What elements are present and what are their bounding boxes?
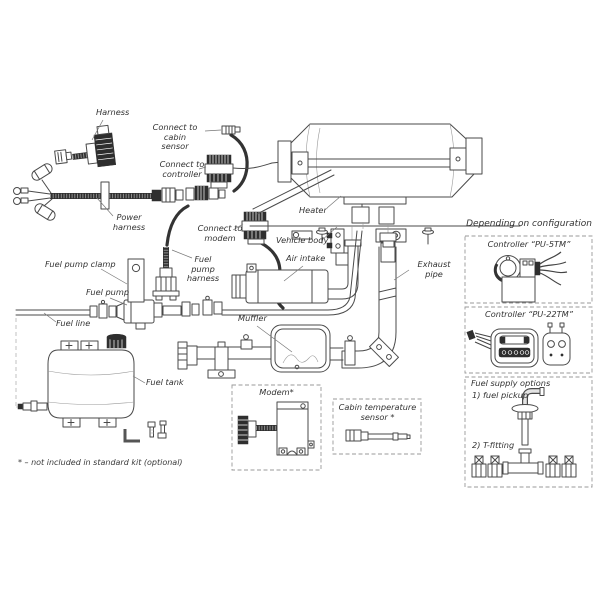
power-harness-leader [96,197,114,217]
fuel-pump-harness-drawing [152,247,180,301]
config-panel [464,235,593,488]
air-intake-drawing [231,239,362,304]
controller-connector [204,154,292,189]
t-fitting-drawing [471,448,577,478]
harness-leader [91,119,104,141]
fuel-supply-box [464,376,593,488]
pu5tm-box [464,235,593,304]
fuel-line-leader [43,312,57,323]
pu5tm-drawing [493,251,568,303]
fuel-pump-clamp-drawing [127,258,145,303]
cabin-sensor-connector [221,125,249,193]
fuel-pump-harness-leader [171,249,193,259]
heater-drawing [252,123,483,225]
mounting-hardware [123,420,167,443]
air-intake-leader [283,265,304,282]
cabin-sensor-leader [204,129,222,132]
muffler-drawing [177,324,356,379]
controller-leader [198,166,207,170]
power-harness-drawing [13,163,226,221]
harness-drawing [54,124,117,168]
vehicle-body-leader [321,226,338,241]
exhaust-pipe-drawing [341,232,399,369]
pu22tm-box [464,306,593,374]
fuel-pickup-drawing [511,387,545,446]
exhaust-leader [393,269,410,281]
fuel-pump-leader [109,297,128,306]
fuel-pump-clamp-leader [100,268,128,285]
fuel-tank-drawing [17,333,135,428]
muffler-leader [256,325,293,353]
fuel-tank-leader [132,375,146,384]
pu22tm-drawing [466,322,571,368]
pump-harness-wire [165,204,190,247]
cabin-sensor-box [332,398,422,455]
fuel-line-drawing [15,230,363,408]
heater-leader [326,195,342,209]
modem-connector-leader [232,223,244,231]
fuel-pump-drawing [89,295,223,330]
modem-box [231,384,322,471]
